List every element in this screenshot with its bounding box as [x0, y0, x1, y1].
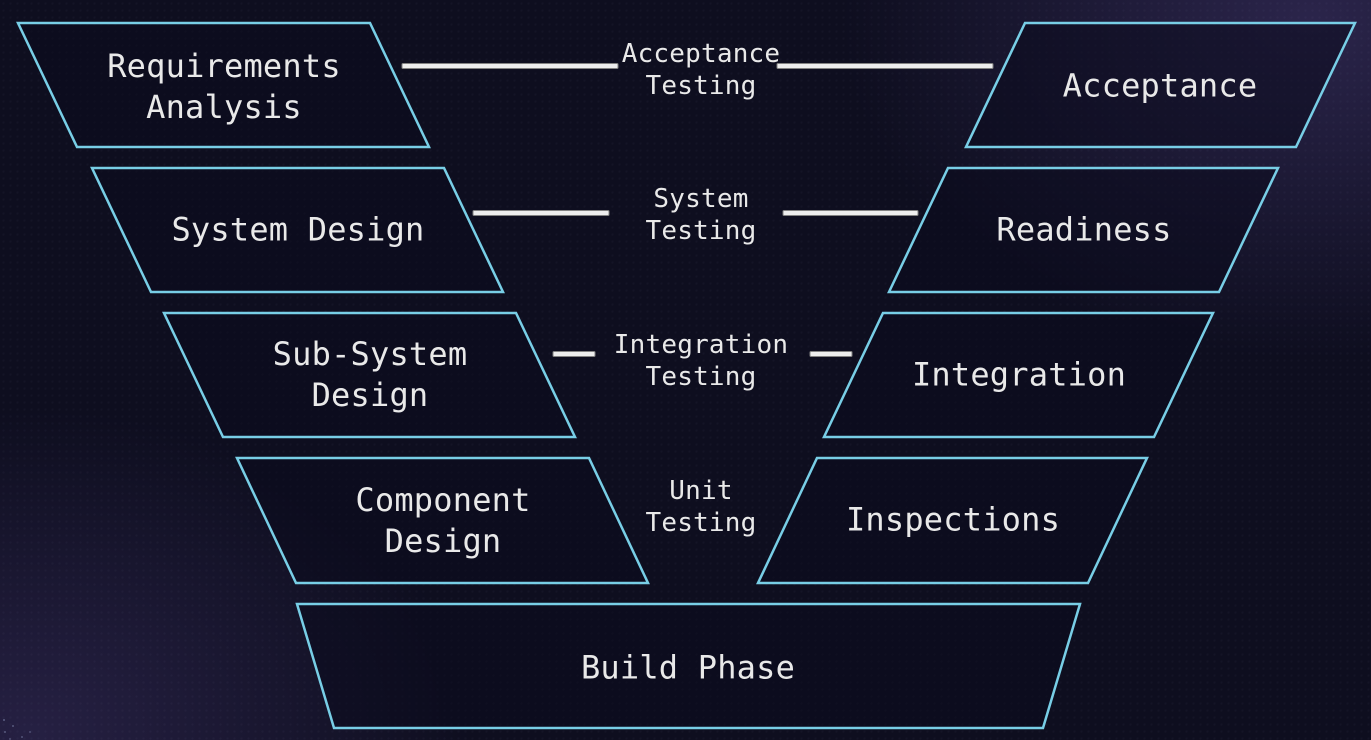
component-design-box [235, 456, 650, 585]
sub-system-design-label: Sub-System Design [272, 335, 468, 414]
system-testing-connector-right [782, 210, 919, 216]
sub-system-design-box [162, 311, 577, 439]
integration-label: Integration [911, 355, 1127, 394]
inspections-box [756, 456, 1149, 585]
system-testing-connector-left [472, 210, 610, 216]
acceptance-testing-connector-right [776, 63, 994, 69]
readiness-box [887, 166, 1280, 294]
build-phase-box [295, 602, 1082, 730]
component-design-label: Component Design [355, 481, 531, 560]
acceptance-testing-label: Acceptance Testing [621, 39, 781, 101]
system-design-box [90, 166, 505, 294]
integration-testing-connector-left [552, 351, 596, 357]
unit-testing-label: Unit Testing [645, 476, 757, 538]
build-phase-label: Build Phase [580, 648, 796, 687]
integration-testing-label: Integration Testing [613, 330, 789, 392]
inspections-label: Inspections [845, 500, 1061, 539]
system-design-label: System Design [171, 210, 425, 249]
integration-box [822, 311, 1215, 439]
requirements-analysis-box [16, 21, 431, 149]
requirements-analysis-label: Requirements Analysis [107, 47, 341, 126]
corner-dots-decoration [3, 719, 5, 721]
acceptance-box [964, 21, 1357, 149]
acceptance-testing-connector-left [401, 63, 619, 69]
integration-testing-connector-right [809, 351, 853, 357]
acceptance-label: Acceptance [1062, 66, 1258, 105]
system-testing-label: System Testing [645, 184, 757, 246]
readiness-label: Readiness [996, 210, 1172, 249]
